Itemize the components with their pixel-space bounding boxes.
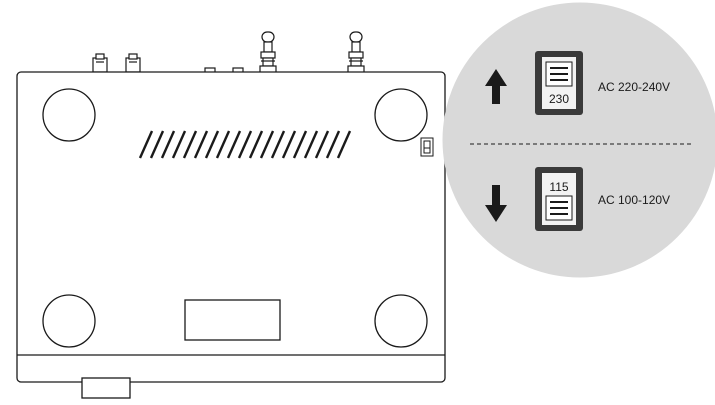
arrow-up-icon	[485, 69, 507, 104]
foot-bottom-left	[42, 294, 96, 348]
vent-slot	[226, 130, 242, 159]
vent-slot	[182, 130, 198, 159]
vent-slot	[138, 130, 154, 159]
vent-slot	[303, 130, 319, 159]
front-button	[81, 377, 131, 399]
foot-bottom-right	[374, 294, 428, 348]
vent-slot	[259, 130, 275, 159]
vent-slot	[193, 130, 209, 159]
vent-slot	[204, 130, 220, 159]
switch-115: 115	[535, 167, 583, 231]
feet	[42, 88, 428, 348]
vent-slot	[336, 130, 352, 159]
label-ac-220-240v: AC 220-240V	[598, 80, 670, 94]
vent-slot	[237, 130, 253, 159]
vent-slot	[314, 130, 330, 159]
foot-top-left	[42, 88, 96, 142]
vent-slot	[149, 130, 165, 159]
vent-slot	[292, 130, 308, 159]
zoom-callout	[442, 2, 715, 278]
switch-230-value: 230	[549, 92, 569, 106]
voltage-switch-small	[420, 137, 434, 157]
arrow-down-icon	[485, 185, 507, 222]
antenna-connector-1	[259, 31, 277, 74]
vent-slot	[160, 130, 176, 159]
switch-115-value: 115	[549, 180, 568, 194]
jack-left-1	[92, 53, 108, 73]
device-body	[16, 71, 446, 399]
ventilation-slots	[138, 130, 352, 159]
label-ac-100-120v: AC 100-120V	[598, 193, 670, 207]
vent-slot	[270, 130, 286, 159]
antenna-connector-2	[347, 31, 365, 74]
vent-slot	[325, 130, 341, 159]
vent-slot	[171, 130, 187, 159]
jack-left-2	[125, 53, 141, 73]
vent-slot	[281, 130, 297, 159]
vent-slot	[248, 130, 264, 159]
label-plate	[184, 299, 281, 341]
switch-230: 230	[535, 51, 583, 115]
rear-connectors	[92, 31, 365, 74]
foot-top-right	[374, 88, 428, 142]
vent-slot	[215, 130, 231, 159]
